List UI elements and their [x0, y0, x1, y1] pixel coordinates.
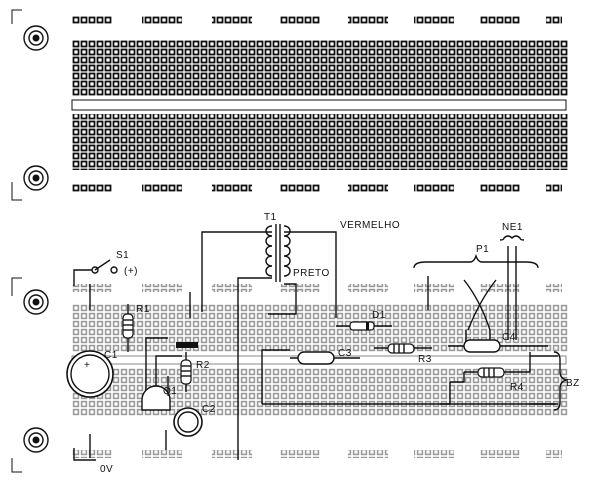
label-bz: BZ: [566, 378, 580, 389]
label-plus-c1: +: [84, 360, 90, 371]
label-r3: R3: [418, 354, 432, 365]
switch-s1: S1 (+): [73, 250, 138, 286]
top-power-rail-upper: [72, 16, 562, 24]
bottom-power-rail-lower: [72, 450, 562, 458]
diode-d1: D1: [336, 310, 392, 331]
label-p1: P1: [476, 244, 489, 255]
bottom-power-rail-upper: [72, 284, 562, 292]
top-terminal-grid-upper: [72, 40, 568, 96]
resistor-r3: R3: [374, 343, 432, 365]
label-r4: R4: [510, 382, 524, 393]
label-t1: T1: [264, 212, 277, 223]
resistor-r4: R4: [464, 352, 531, 393]
top-terminal-grid-lower: [72, 114, 568, 170]
top-power-rail-lower: [72, 184, 562, 192]
top-center-channel: [71, 99, 567, 111]
top-breadboard: [11, 9, 568, 201]
mounting-hole-top-1: [23, 25, 49, 51]
label-preto: PRETO: [293, 268, 330, 279]
label-d1: D1: [372, 310, 386, 321]
capacitor-c3: C3: [261, 348, 360, 404]
transistor-q1: Q1: [141, 385, 177, 411]
resistor-r2: R2: [176, 342, 210, 392]
capacitor-c4: C4: [448, 332, 548, 353]
capacitor-c1: + C1: [66, 350, 118, 398]
label-r1: R1: [136, 304, 150, 315]
label-r2: R2: [196, 360, 210, 371]
mounting-hole-top-2: [23, 165, 49, 191]
label-ov: 0V: [100, 464, 113, 475]
potentiometer-p1: P1: [413, 244, 539, 342]
neon-lamp-ne1: NE1: [499, 222, 525, 340]
label-c3: C3: [338, 348, 352, 359]
label-c2: C2: [202, 404, 216, 415]
label-plus: (+): [124, 266, 138, 277]
mounting-hole-bottom-1: [23, 289, 49, 315]
label-c1: C1: [104, 350, 118, 361]
label-s1: S1: [116, 250, 129, 261]
transformer-t1: T1 VERMELHO PRETO: [201, 212, 400, 460]
label-ne1: NE1: [502, 222, 523, 233]
capacitor-c2: C2: [165, 404, 216, 450]
label-q1: Q1: [163, 386, 177, 397]
mounting-hole-bottom-2: [23, 427, 49, 453]
label-c4: C4: [502, 332, 516, 343]
label-vermelho: VERMELHO: [340, 220, 400, 231]
resistor-r1: R1: [122, 304, 150, 352]
